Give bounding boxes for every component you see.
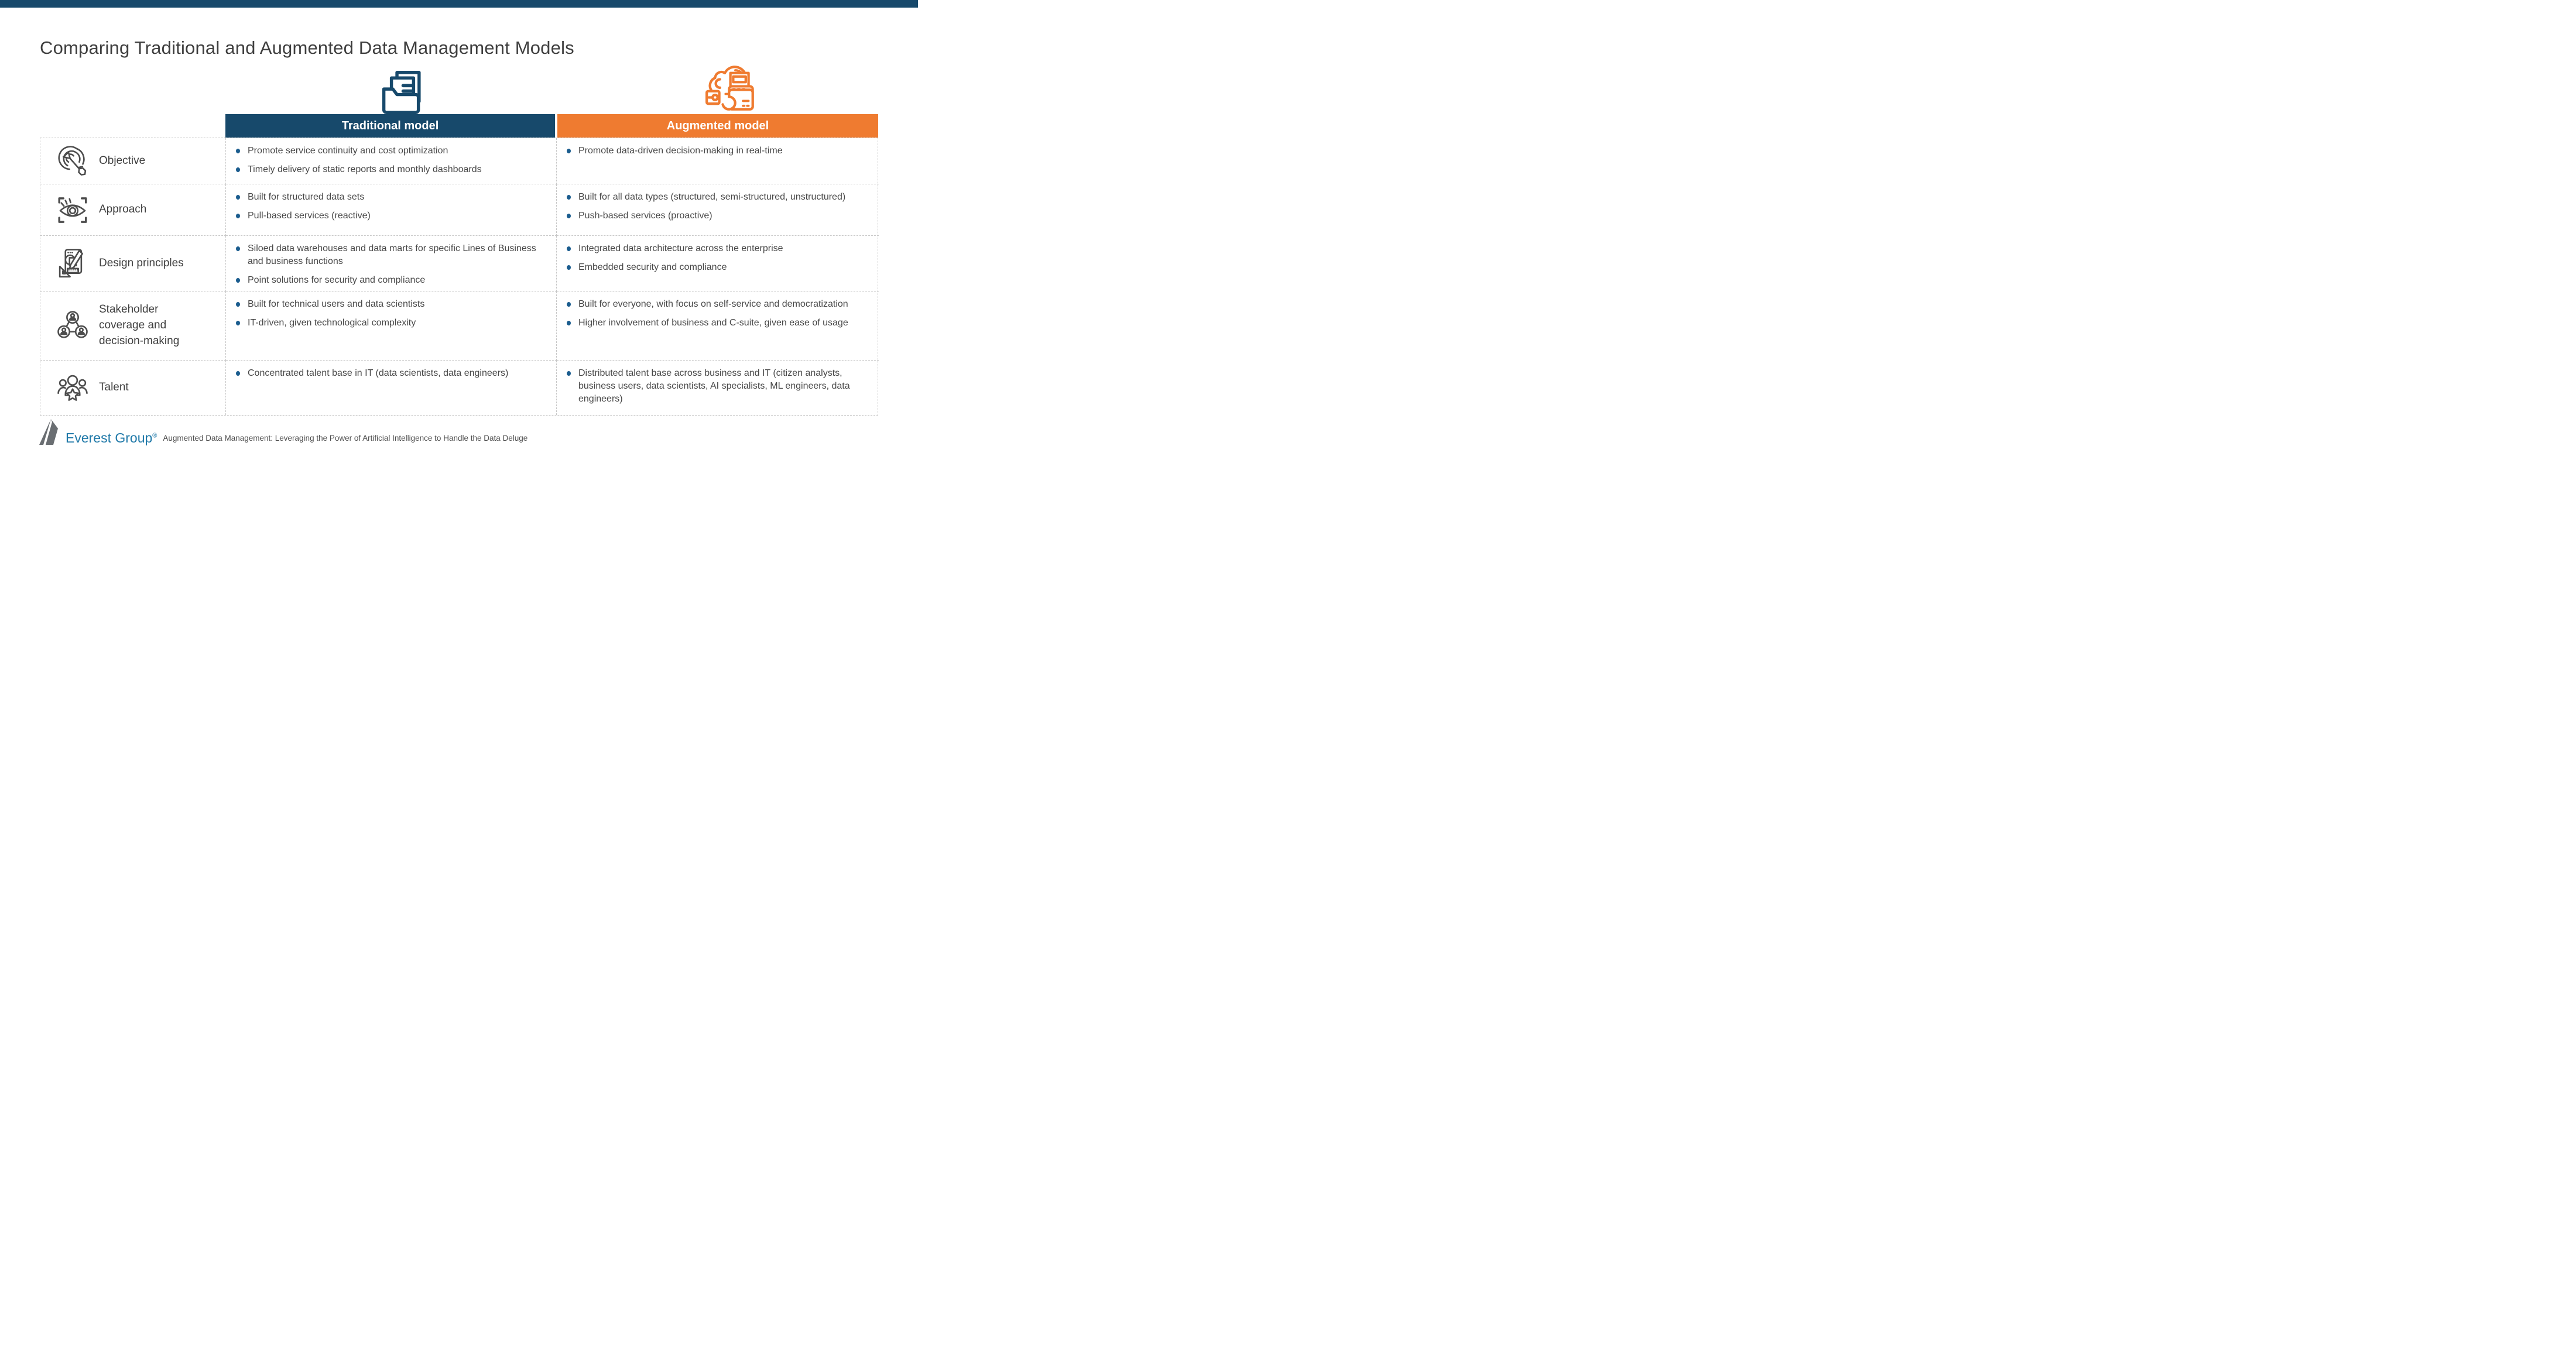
traditional-objective-cell: Promote service continuity and cost opti…	[226, 138, 557, 184]
bullet-item: Promote service continuity and cost opti…	[234, 145, 551, 157]
bullet-item: IT-driven, given technological complexit…	[234, 317, 551, 330]
logo-wordmark: Everest Group	[66, 430, 153, 445]
footer: Everest Group® Augmented Data Management…	[39, 417, 527, 445]
eye-scan-icon	[56, 193, 90, 227]
bullet-list: Concentrated talent base in IT (data sci…	[234, 367, 551, 380]
target-arrow-icon	[56, 144, 90, 178]
top-accent-bar	[0, 0, 918, 8]
row-label-stakeholder: Stakeholder coverage and decision-making	[40, 291, 226, 361]
row-label-text: Design principles	[99, 256, 184, 269]
traditional-model-header: Traditional model	[225, 114, 555, 138]
bullet-item: Higher involvement of business and C-sui…	[565, 317, 874, 330]
bullet-item: Integrated data architecture across the …	[565, 242, 874, 255]
bullet-list: Promote data-driven decision-making in r…	[565, 145, 874, 157]
bullet-item: Push-based services (proactive)	[565, 210, 874, 222]
augmented-talent-cell: Distributed talent base across business …	[557, 361, 879, 415]
bullet-list: Built for structured data sets Pull-base…	[234, 191, 551, 222]
folder-documents-icon	[378, 70, 427, 115]
bullet-item: Built for all data types (structured, se…	[565, 191, 874, 204]
talent-group-icon	[56, 371, 90, 405]
bullet-item: Concentrated talent base in IT (data sci…	[234, 367, 551, 380]
everest-group-logo-text: Everest Group®	[66, 431, 157, 445]
bullet-list: Promote service continuity and cost opti…	[234, 145, 551, 176]
row-label-text: Stakeholder coverage and decision-making	[99, 303, 180, 347]
row-label-text: Talent	[99, 381, 129, 394]
row-label-talent: Talent	[40, 361, 226, 415]
bullet-item: Point solutions for security and complia…	[234, 274, 551, 287]
traditional-stakeholder-cell: Built for technical users and data scien…	[226, 291, 557, 361]
row-label-objective: Objective	[40, 138, 226, 184]
bullet-list: Built for everyone, with focus on self-s…	[565, 298, 874, 330]
row-label-text: Objective	[99, 154, 146, 167]
row-label-text: Approach	[99, 203, 147, 216]
bullet-item: Built for structured data sets	[234, 191, 551, 204]
bullet-item: Embedded security and compliance	[565, 261, 874, 274]
bullet-list: Built for all data types (structured, se…	[565, 191, 874, 222]
design-tools-icon	[56, 246, 90, 280]
row-label-design-principles: Design principles	[40, 236, 226, 291]
bullet-item: Built for everyone, with focus on self-s…	[565, 298, 874, 311]
bullet-item: Pull-based services (reactive)	[234, 210, 551, 222]
comparison-table: Objective Promote service continuity and…	[40, 138, 879, 416]
augmented-stakeholder-cell: Built for everyone, with focus on self-s…	[557, 291, 879, 361]
traditional-design-cell: Siloed data warehouses and data marts fo…	[226, 236, 557, 291]
registered-trademark-symbol: ®	[152, 432, 157, 440]
augmented-approach-cell: Built for all data types (structured, se…	[557, 184, 879, 236]
augmented-model-header: Augmented model	[557, 114, 878, 138]
bullet-list: Distributed talent base across business …	[565, 367, 874, 406]
stakeholder-network-icon	[56, 309, 90, 343]
bullet-item: Distributed talent base across business …	[565, 367, 874, 406]
traditional-model-label: Traditional model	[341, 119, 439, 132]
bullet-item: Timely delivery of static reports and mo…	[234, 163, 551, 176]
exhibit-canvas: Comparing Traditional and Augmented Data…	[0, 0, 918, 480]
bullet-item: Promote data-driven decision-making in r…	[565, 145, 874, 157]
cloud-data-icon	[703, 62, 761, 115]
bullet-list: Built for technical users and data scien…	[234, 298, 551, 330]
augmented-design-cell: Integrated data architecture across the …	[557, 236, 879, 291]
page-title: Comparing Traditional and Augmented Data…	[40, 37, 574, 58]
bullet-list: Integrated data architecture across the …	[565, 242, 874, 274]
everest-group-mountain-icon	[39, 417, 63, 445]
traditional-talent-cell: Concentrated talent base in IT (data sci…	[226, 361, 557, 415]
traditional-approach-cell: Built for structured data sets Pull-base…	[226, 184, 557, 236]
bullet-item: Siloed data warehouses and data marts fo…	[234, 242, 551, 268]
bullet-item: Built for technical users and data scien…	[234, 298, 551, 311]
source-caption: Augmented Data Management: Leveraging th…	[163, 434, 528, 443]
augmented-model-label: Augmented model	[666, 119, 769, 132]
bullet-list: Siloed data warehouses and data marts fo…	[234, 242, 551, 287]
augmented-objective-cell: Promote data-driven decision-making in r…	[557, 138, 879, 184]
row-label-approach: Approach	[40, 184, 226, 236]
